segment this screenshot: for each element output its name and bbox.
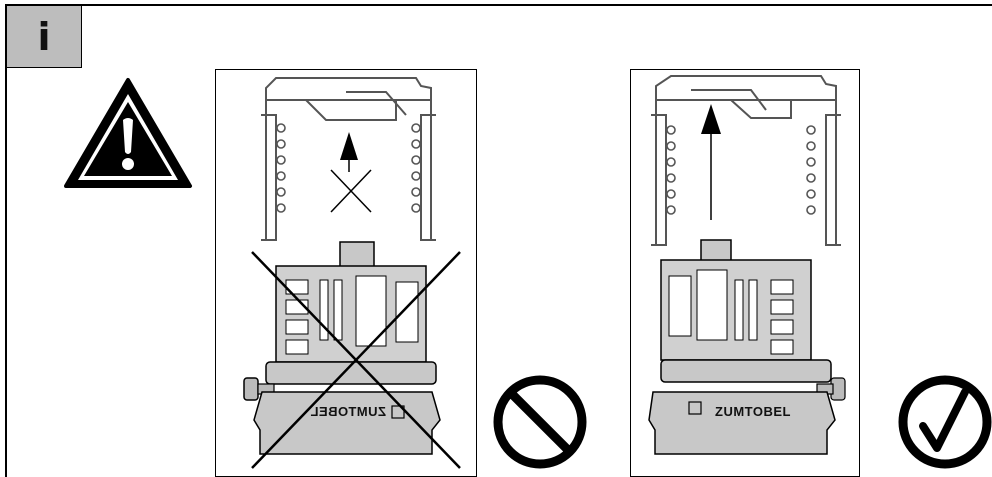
arrow-up-icon [701,104,721,134]
panel-correct-orientation: ZUMTOBEL [630,69,860,477]
prohibited-icon [493,375,587,469]
panel-incorrect-orientation: ZUMTOBEL [215,69,477,477]
brand-label: ZUMTOBEL [715,404,791,419]
warning-triangle-icon [64,78,192,188]
info-glyph: i [37,14,51,59]
arrow-up-icon [340,132,358,160]
brand-logo-icon [688,401,702,415]
info-icon: i [7,6,82,68]
adapter-device: ZUMTOBEL [648,239,846,455]
adapter-illustration-wrong: ZUMTOBEL [243,77,461,469]
page-frame [5,4,992,477]
contacts-left [276,123,421,213]
large-cross-mark [251,251,461,469]
adapter-illustration-correct: ZUMTOBEL [648,75,846,455]
contacts [666,125,816,215]
checkmark-icon [898,375,992,469]
brand-label: ZUMTOBEL [310,404,386,419]
